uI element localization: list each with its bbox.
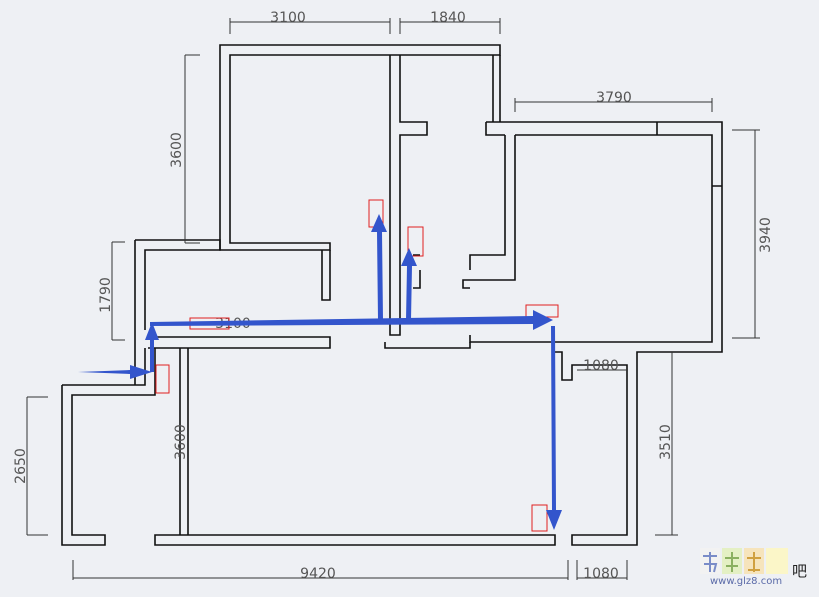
dim-label-bottom-right: 1080	[583, 566, 619, 582]
watermark-tile-4	[766, 548, 788, 574]
arrow-up-right	[401, 248, 417, 320]
door-markers	[155, 199, 559, 532]
wall-middle-vertical	[389, 55, 428, 320]
door-marker-upper-right	[407, 226, 424, 257]
dim-label-left-lower: 2650	[13, 448, 29, 484]
dim-label-total-bottom: 9420	[300, 566, 336, 582]
dimension-labels: 3100 1840 3790 3600 3940 1790 3100 1080 …	[13, 10, 774, 582]
wall-right-room	[486, 121, 723, 546]
dim-label-right-room-width: 3790	[596, 90, 632, 106]
dim-label-lower-room: 3600	[173, 424, 189, 460]
walls	[61, 44, 723, 546]
wall-top-left-room	[219, 44, 501, 251]
wall-left-middle-room	[134, 239, 331, 385]
watermark: 吧 www.glz8.com	[700, 548, 807, 587]
watermark-glyph-1	[703, 552, 718, 573]
dim-line-right-lower	[655, 352, 678, 536]
watermark-url: www.glz8.com	[710, 576, 782, 587]
dim-label-left-mid: 1790	[98, 277, 114, 313]
dim-line-left-lower	[26, 396, 48, 536]
door-marker-lower-right	[531, 504, 548, 532]
wall-right-room-inner	[462, 122, 713, 343]
dim-label-right-lower: 3510	[658, 424, 674, 460]
watermark-glyph-2	[725, 552, 739, 572]
door-marker-entrance	[155, 364, 170, 394]
wall-right-room-jambs	[413, 122, 722, 289]
arrow-up-mid	[371, 214, 387, 320]
wall-top-mid-right	[492, 55, 501, 122]
dim-line-right-room-height	[732, 129, 760, 339]
flow-arrows	[78, 214, 562, 530]
arrow-corridor	[150, 310, 553, 330]
dim-label-top-left: 3100	[270, 10, 306, 26]
wall-lower-left	[61, 348, 156, 546]
dim-label-right-room-height: 3940	[758, 217, 774, 253]
dim-line-right-room-top	[514, 98, 713, 112]
dim-label-left-upper: 3600	[169, 132, 185, 168]
wall-lower-big-room	[154, 348, 556, 546]
dim-line-left-upper	[184, 54, 200, 244]
dim-label-small-room: 1080	[583, 358, 619, 374]
arrow-entrance	[78, 365, 152, 379]
wall-corridor-lower	[148, 320, 471, 349]
dim-line-top-mid	[399, 18, 501, 34]
dim-line-top-left	[229, 18, 391, 34]
arrow-down-right	[546, 326, 562, 530]
dim-line-left-mid	[111, 241, 125, 341]
watermark-glyph-3	[747, 552, 761, 572]
dim-label-top-mid: 1840	[430, 10, 466, 26]
dim-line-bottom-right	[576, 560, 628, 580]
dimension-lines	[26, 18, 760, 580]
dim-line-total-bottom	[72, 560, 569, 580]
watermark-char: 吧	[792, 562, 807, 580]
arrow-up-left	[145, 322, 159, 372]
